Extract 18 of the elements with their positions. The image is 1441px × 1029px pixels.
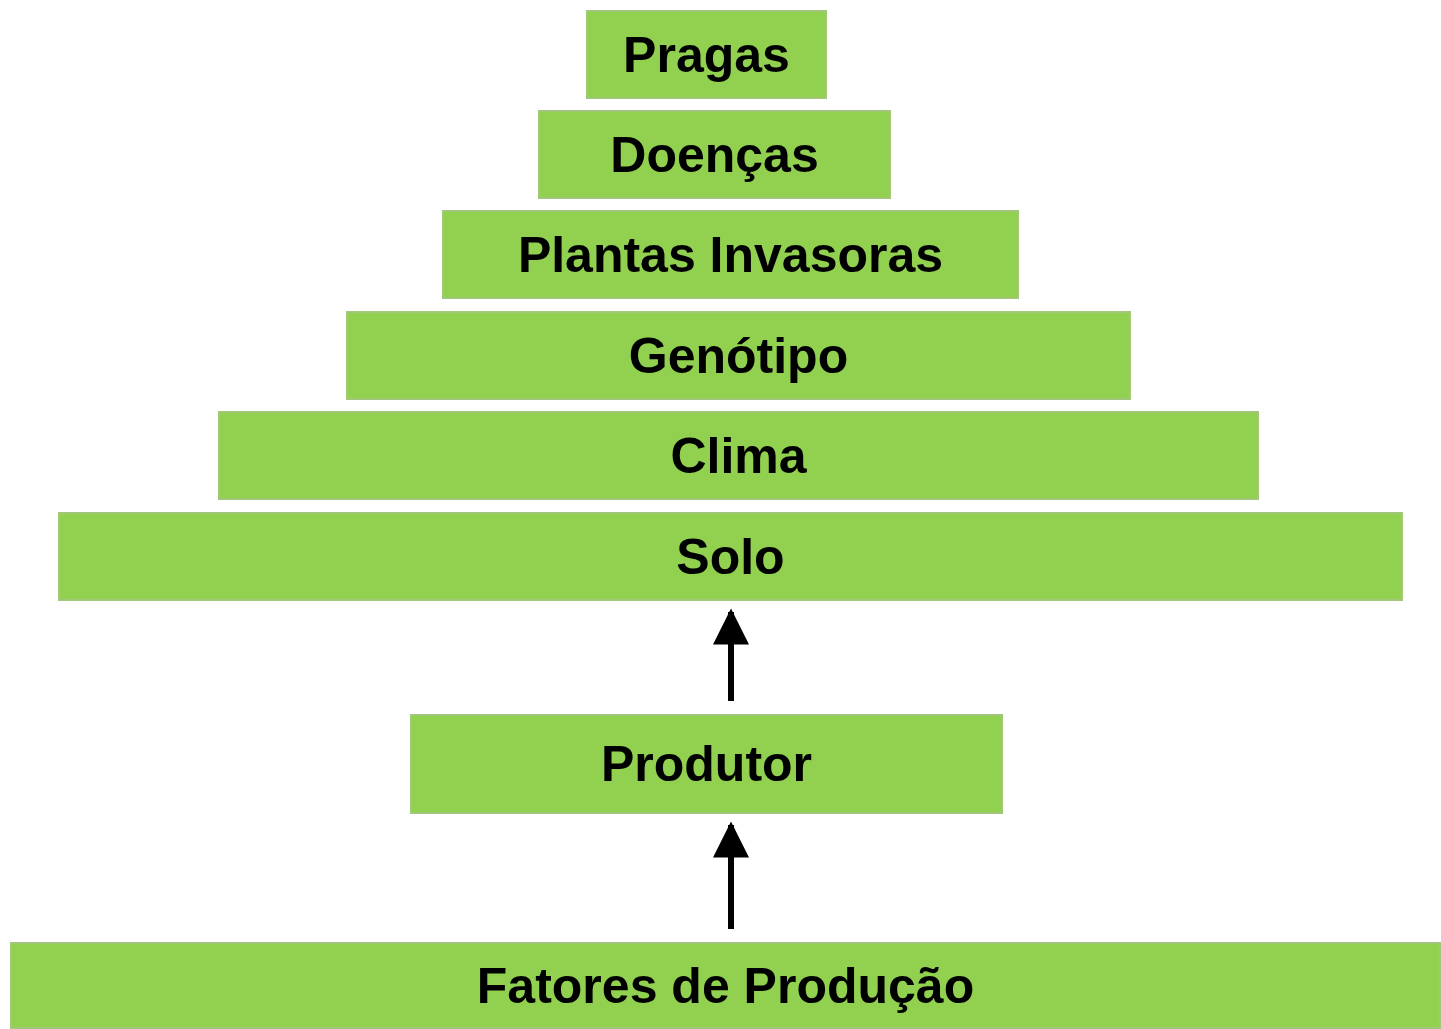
pyramid-level-box: [346, 311, 1131, 400]
pyramid-level-box: [586, 10, 827, 99]
level-label: Solo: [676, 527, 785, 586]
pyramid-level-box: [538, 110, 891, 199]
level-label: Doenças: [610, 125, 819, 184]
pyramid-level-box: [10, 942, 1441, 1029]
arrow: [713, 608, 749, 701]
pyramid-level-box: [58, 512, 1403, 601]
level-label: Fatores de Produção: [476, 956, 975, 1015]
pyramid-level-box: [442, 210, 1019, 299]
level-label: Plantas Invasoras: [517, 225, 944, 284]
level-label: Pragas: [623, 25, 790, 84]
level-label: Produtor: [600, 735, 813, 793]
pyramid-level-box: [218, 411, 1259, 500]
level-label: Clima: [670, 426, 807, 485]
arrow: [713, 821, 749, 929]
pyramid-level-box: [410, 714, 1003, 814]
level-label: Genótipo: [628, 326, 849, 385]
